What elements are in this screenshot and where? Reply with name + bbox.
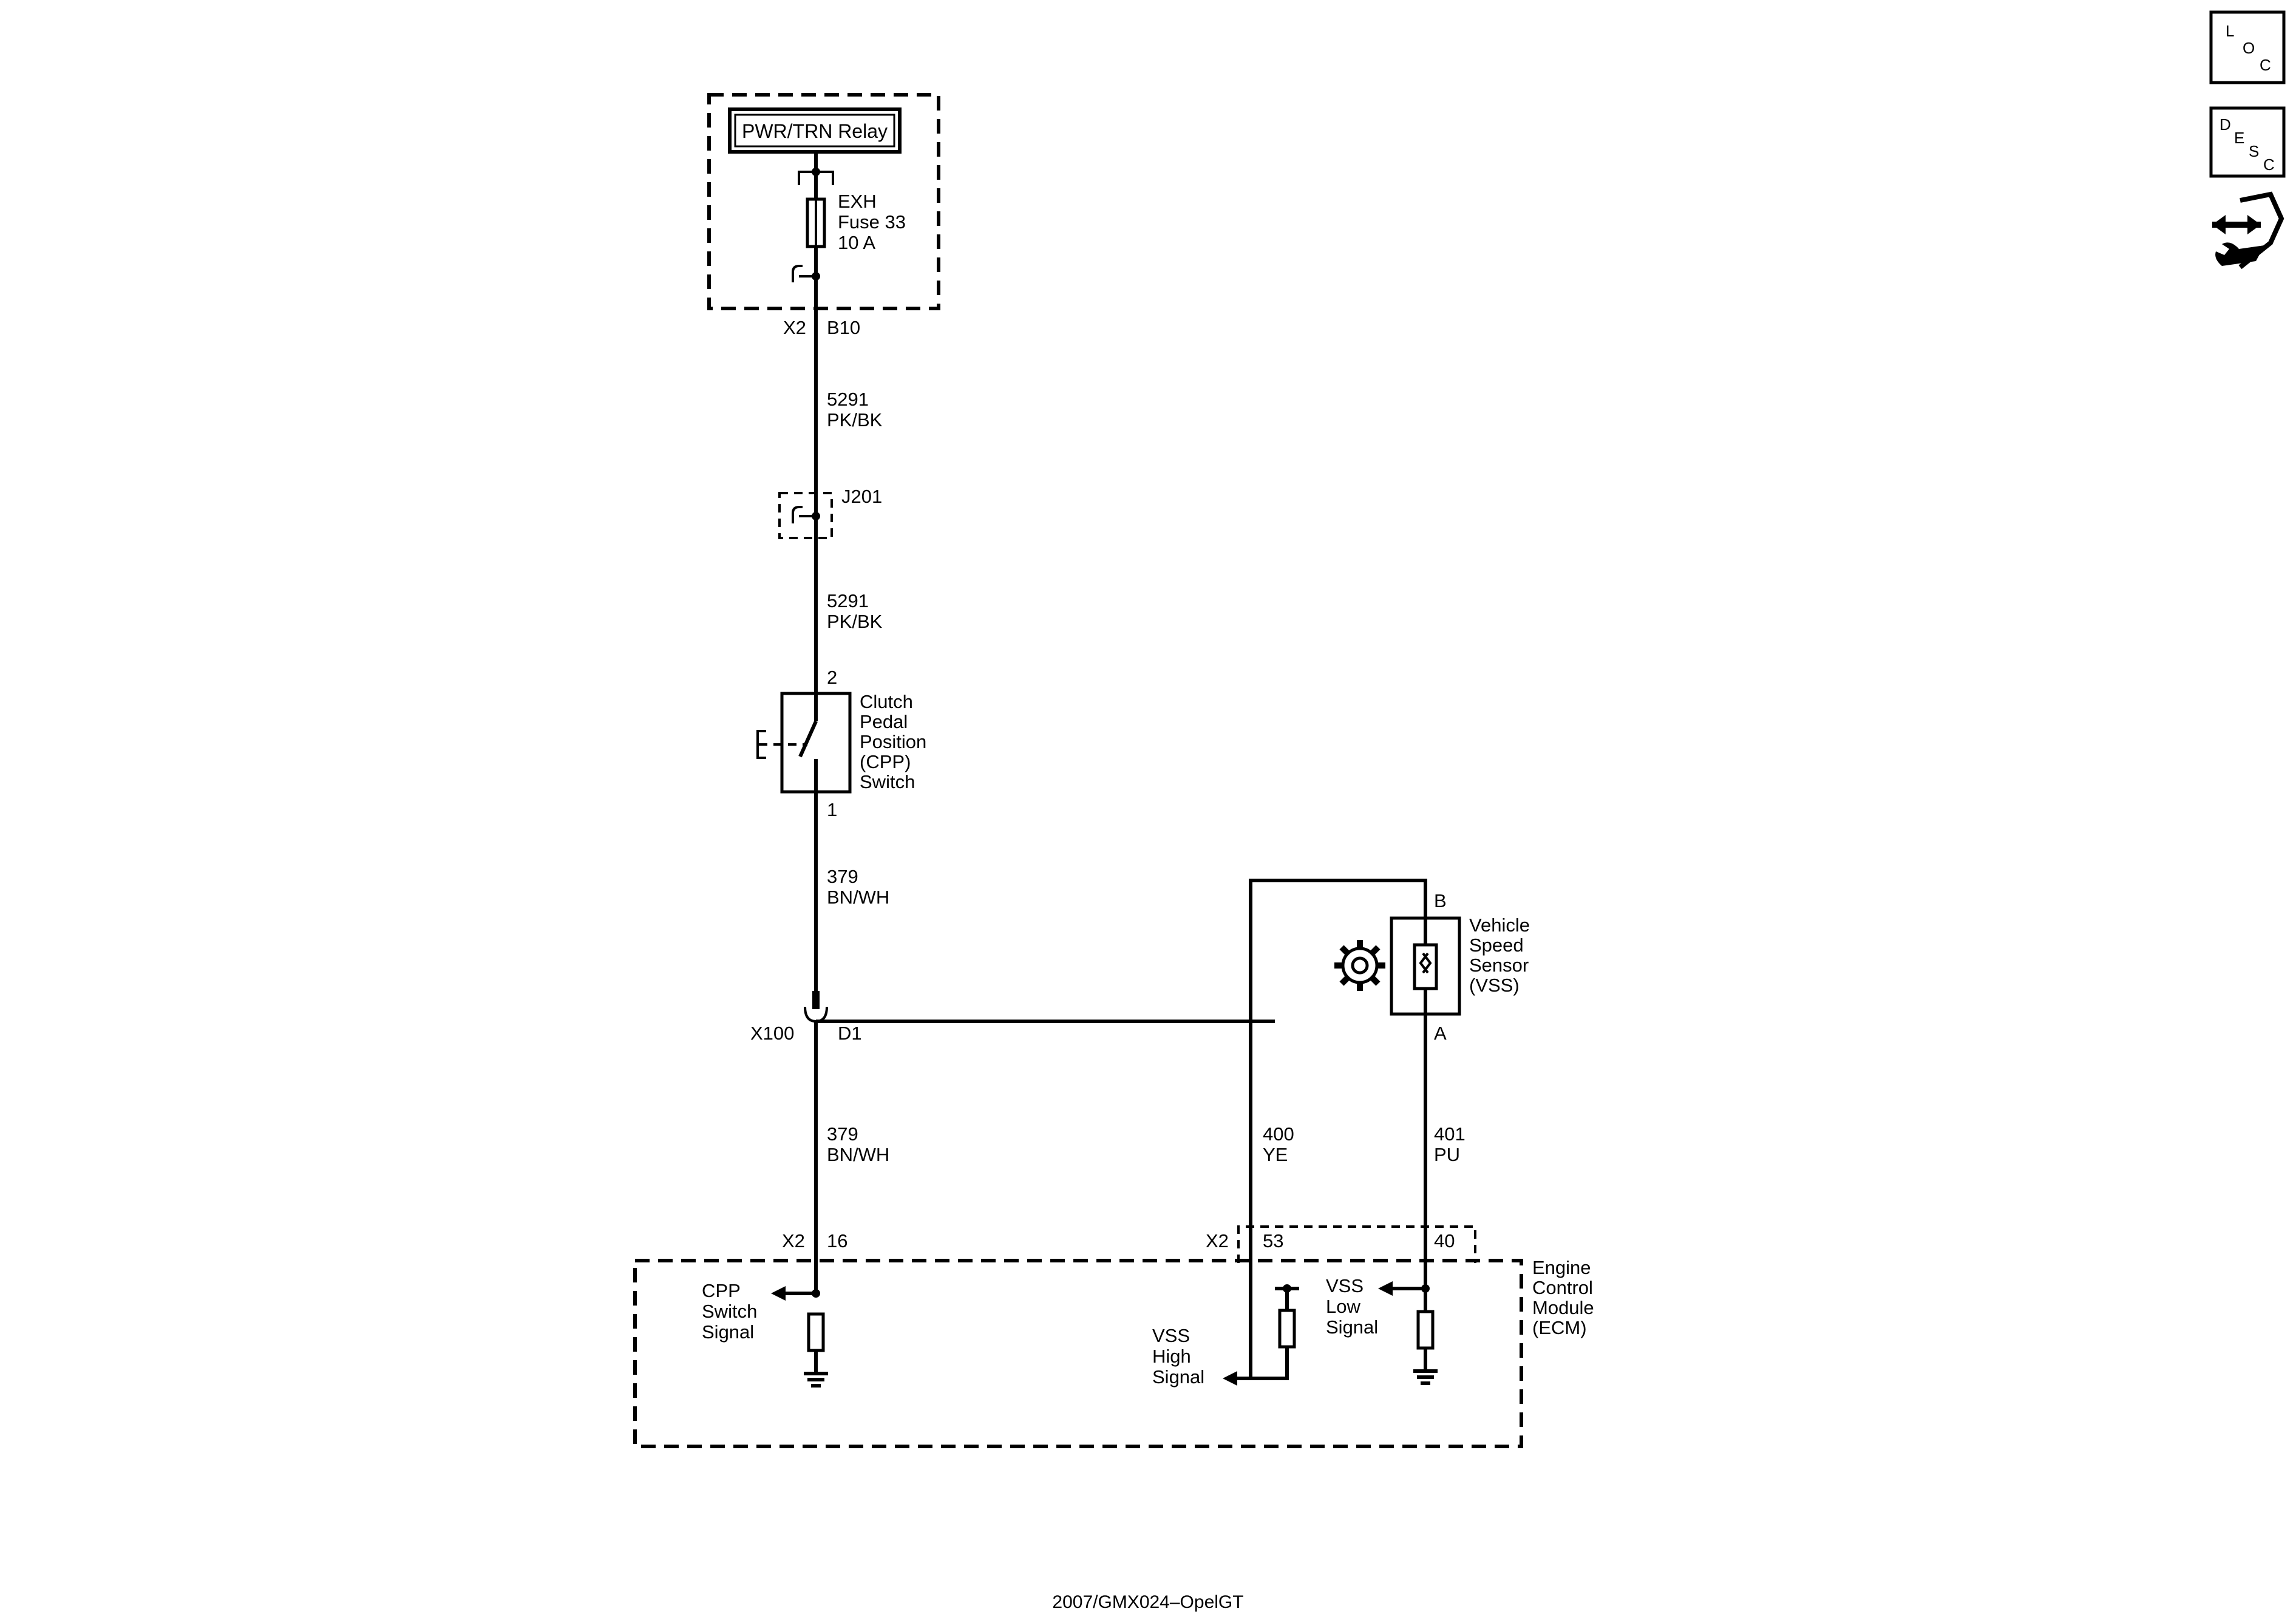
vss-pin-a: A — [1434, 1023, 1447, 1044]
fuse-block-outline — [707, 93, 940, 310]
splice-j201 — [778, 492, 833, 539]
fuse-number: Fuse 33 — [838, 211, 906, 233]
ecm-module: Engine Control Module (ECM) — [633, 1257, 1594, 1448]
desc-letter-s: S — [2249, 142, 2259, 160]
vss-low-label-3: Signal — [1326, 1316, 1378, 1338]
cpp-pin-1: 1 — [827, 799, 837, 820]
gear-icon — [1334, 940, 1385, 991]
loc-letter-c: C — [2260, 56, 2271, 74]
vss-high-label-2: High — [1152, 1346, 1191, 1367]
loc-letter-l: L — [2226, 22, 2234, 40]
cpp-switch-label-3: Position — [860, 731, 926, 752]
vss-label-3: Sensor — [1469, 955, 1529, 976]
vss-label-2: Speed — [1469, 935, 1524, 956]
cpp-switch-label-4: (CPP) — [860, 751, 911, 772]
fuse-rating: 10 A — [838, 232, 875, 253]
x100-pin: D1 — [838, 1023, 862, 1044]
vss-label-4: (VSS) — [1469, 975, 1520, 996]
fuse-connector-id: X2 — [783, 317, 806, 338]
cpp-switch-icon — [798, 720, 818, 758]
loc-button[interactable]: L O C — [2209, 10, 2286, 84]
loc-icon[interactable] — [2209, 10, 2286, 84]
ecm-label-1: Engine — [1532, 1257, 1591, 1278]
ecm-connector-x2-right — [1237, 1225, 1476, 1263]
figure-code: 2007/GMX024–OpelGT — [1052, 1592, 1243, 1612]
vss-high-resistor-icon — [1278, 1309, 1296, 1349]
desc-button[interactable]: D E S C — [2209, 106, 2286, 178]
relay-box — [728, 107, 902, 154]
wire-400 — [1249, 879, 1427, 1378]
ecm-label-4: (ECM) — [1532, 1317, 1587, 1338]
wire-400-color: YE — [1263, 1144, 1288, 1165]
vss-low-label-1: VSS — [1326, 1275, 1364, 1296]
vss-high-arrow-icon — [1223, 1371, 1237, 1386]
wire-401-color: PU — [1434, 1144, 1460, 1165]
fuse-connector-pin: B10 — [827, 317, 860, 338]
cpp-switch-label-2: Pedal — [860, 711, 908, 732]
loc-letter-o: O — [2243, 39, 2255, 57]
cpp-signal-arrow-icon — [771, 1286, 786, 1301]
cpp-resistor-icon — [807, 1312, 825, 1352]
wire-400-circuit: 400 — [1263, 1123, 1294, 1145]
vss-high-label-3: Signal — [1152, 1366, 1204, 1388]
cpp-signal-label-3: Signal — [702, 1321, 754, 1343]
ecm-label-2: Control — [1532, 1277, 1593, 1298]
ecm-outline — [633, 1259, 1523, 1448]
desc-letter-c: C — [2263, 155, 2275, 174]
wire-379-circuit-a: 379 — [827, 866, 858, 887]
relay-label: PWR/TRN Relay — [742, 120, 888, 142]
ecm-pin-16: 16 — [827, 1230, 847, 1251]
fuse-block: PWR/TRN Relay EXH Fuse 33 10 A — [707, 93, 940, 310]
splice-label: J201 — [841, 486, 882, 507]
diagnostic-button[interactable] — [2212, 191, 2284, 270]
wire-5291-color-b: PK/BK — [827, 611, 883, 632]
desc-icon[interactable] — [2209, 106, 2286, 178]
ecm-pin-40: 40 — [1434, 1230, 1455, 1251]
vss-high-label-1: VSS — [1152, 1325, 1190, 1346]
ecm-x2-left: X2 — [782, 1230, 805, 1251]
fuse-name: EXH — [838, 191, 877, 212]
x100-label: X100 — [750, 1023, 794, 1044]
vss-low-arrow-icon — [1378, 1281, 1393, 1296]
vss-low-label-2: Low — [1326, 1296, 1360, 1317]
x100-connector-icon — [812, 991, 820, 1009]
vss-circuit: B Vehicle Speed Sensor (VSS) A — [1152, 879, 1530, 1388]
ecm-x2-right: X2 — [1206, 1230, 1229, 1251]
wire-5291-color-a: PK/BK — [827, 409, 883, 431]
cpp-pin-2: 2 — [827, 667, 837, 688]
cpp-switch-label-1: Clutch — [860, 691, 913, 712]
wire-379-color-a: BN/WH — [827, 887, 889, 908]
diagnostic-tool-icon[interactable] — [2212, 191, 2284, 270]
wire-379-circuit-b: 379 — [827, 1123, 858, 1145]
wire-401-circuit: 401 — [1434, 1123, 1466, 1145]
desc-letter-e: E — [2234, 129, 2244, 147]
wire-379-color-b: BN/WH — [827, 1144, 889, 1165]
cpp-signal-label-2: Switch — [702, 1301, 757, 1322]
ecm-label-3: Module — [1532, 1297, 1594, 1318]
wire-5291-circuit-a: 5291 — [827, 389, 869, 410]
vss-low-resistor-icon — [1416, 1310, 1435, 1350]
cpp-circuit: 5291 PK/BK J201 5291 PK/BK 2 Clutch Peda… — [702, 308, 1275, 1388]
wire-5291-circuit-b: 5291 — [827, 590, 869, 611]
cpp-switch-label-5: Switch — [860, 771, 915, 792]
vss-label-1: Vehicle — [1469, 914, 1530, 936]
desc-letter-d: D — [2220, 115, 2231, 134]
cpp-signal-label-1: CPP — [702, 1280, 741, 1301]
vss-pin-b: B — [1434, 890, 1447, 911]
ecm-pin-53: 53 — [1263, 1230, 1283, 1251]
